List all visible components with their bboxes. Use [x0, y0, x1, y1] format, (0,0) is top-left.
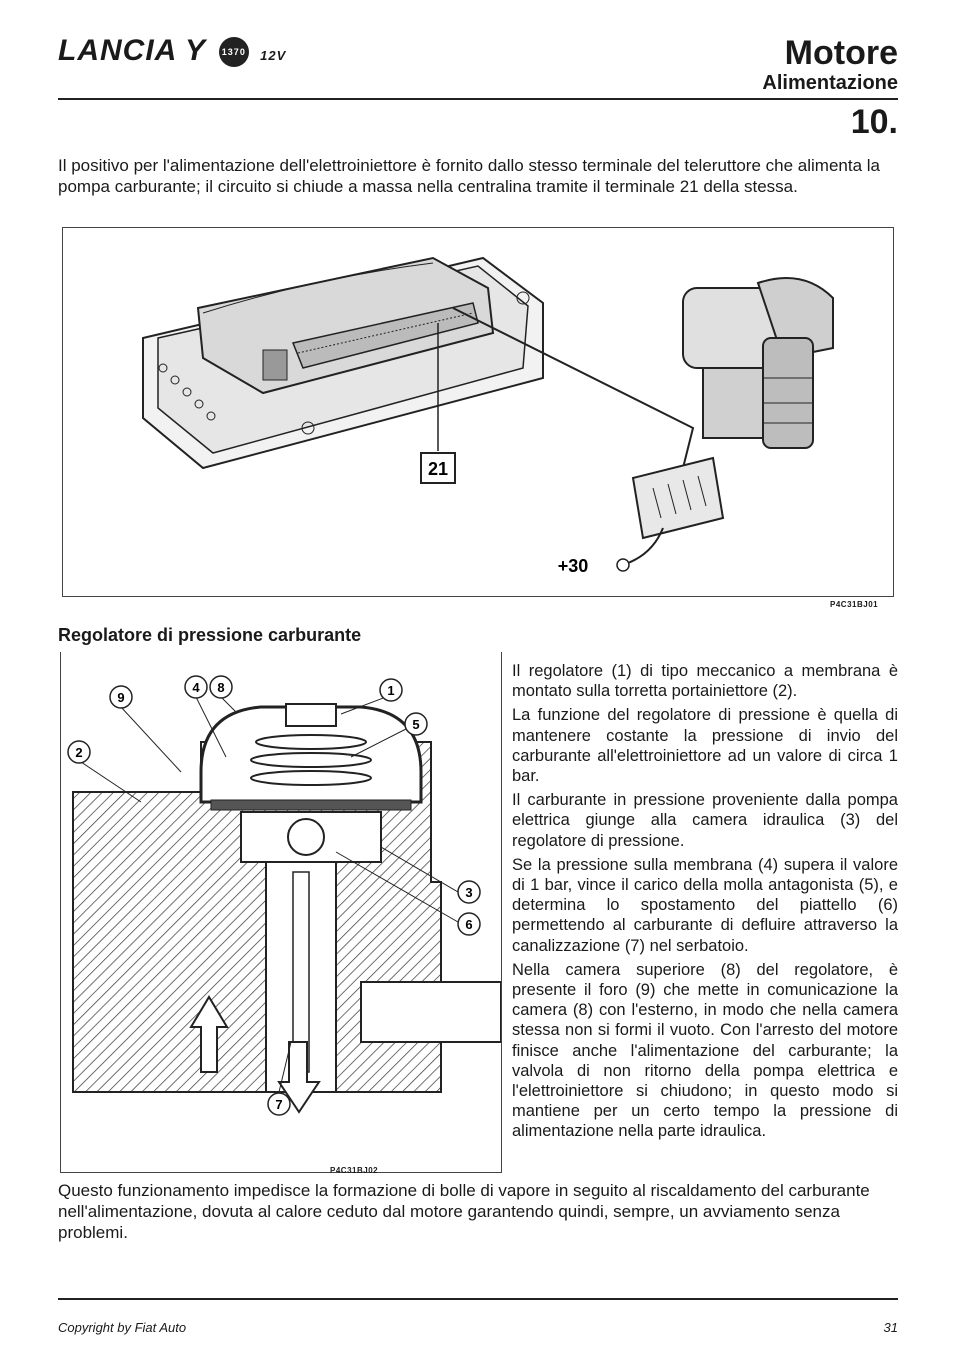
- footer-rule: [58, 1298, 898, 1300]
- paragraph-1: Il regolatore (1) di tipo meccanico a me…: [512, 662, 898, 701]
- outro-paragraph: Questo funzionamento impedisce la formaz…: [58, 1181, 870, 1242]
- pressure-regulator-drawing: 4 8 9 1 5 2 3 6 7: [67, 675, 502, 1116]
- callout-1: 1: [387, 683, 394, 698]
- pressure-regulator-figure: 4 8 9 1 5 2 3 6 7: [60, 652, 502, 1173]
- chapter-subtitle: Alimentazione: [762, 72, 898, 94]
- positive-30-label: +30: [558, 556, 589, 576]
- callout-9: 9: [117, 690, 124, 705]
- chapter-title: Motore: [784, 34, 898, 72]
- brand-suffix: 12V: [260, 48, 287, 63]
- page-number: 31: [883, 1320, 898, 1335]
- brand-name: LANCIA Y: [58, 34, 206, 67]
- paragraph-2: La funzione del regolatore di pressione …: [512, 706, 898, 786]
- paragraph-5: Nella camera superiore (8) del regolator…: [512, 960, 898, 1141]
- brand-title: LANCIA Y 1370 12V: [58, 34, 286, 68]
- copyright-text: Copyright by Fiat Auto: [58, 1320, 187, 1335]
- engine-badge-icon: 1370: [218, 37, 249, 68]
- regulator-description: Il regolatore (1) di tipo meccanico a me…: [512, 661, 898, 1146]
- ecu-injector-drawing: 21 +30: [142, 256, 834, 576]
- callout-8: 8: [217, 680, 224, 695]
- callout-3: 3: [465, 885, 472, 900]
- section-number: 10.: [850, 103, 898, 141]
- header-rule: [58, 98, 898, 100]
- callout-6: 6: [465, 917, 472, 932]
- callout-4: 4: [192, 680, 200, 695]
- callout-7: 7: [275, 1097, 282, 1112]
- figure1-code: P4C31BJ01: [830, 600, 879, 609]
- callout-5: 5: [412, 717, 419, 732]
- callout-2: 2: [75, 745, 82, 760]
- paragraph-4: Se la pressione sulla membrana (4) super…: [512, 855, 898, 955]
- paragraph-3: Il carburante in pressione proveniente d…: [512, 791, 898, 850]
- intro-paragraph: Il positivo per l'alimentazione dell'ele…: [58, 156, 880, 196]
- terminal-21-label: 21: [428, 459, 448, 479]
- figure2-code: P4C31BJ02: [330, 1166, 379, 1175]
- section-heading: Regolatore di pressione carburante: [58, 625, 362, 645]
- ecu-injector-figure: 21 +30: [62, 227, 894, 597]
